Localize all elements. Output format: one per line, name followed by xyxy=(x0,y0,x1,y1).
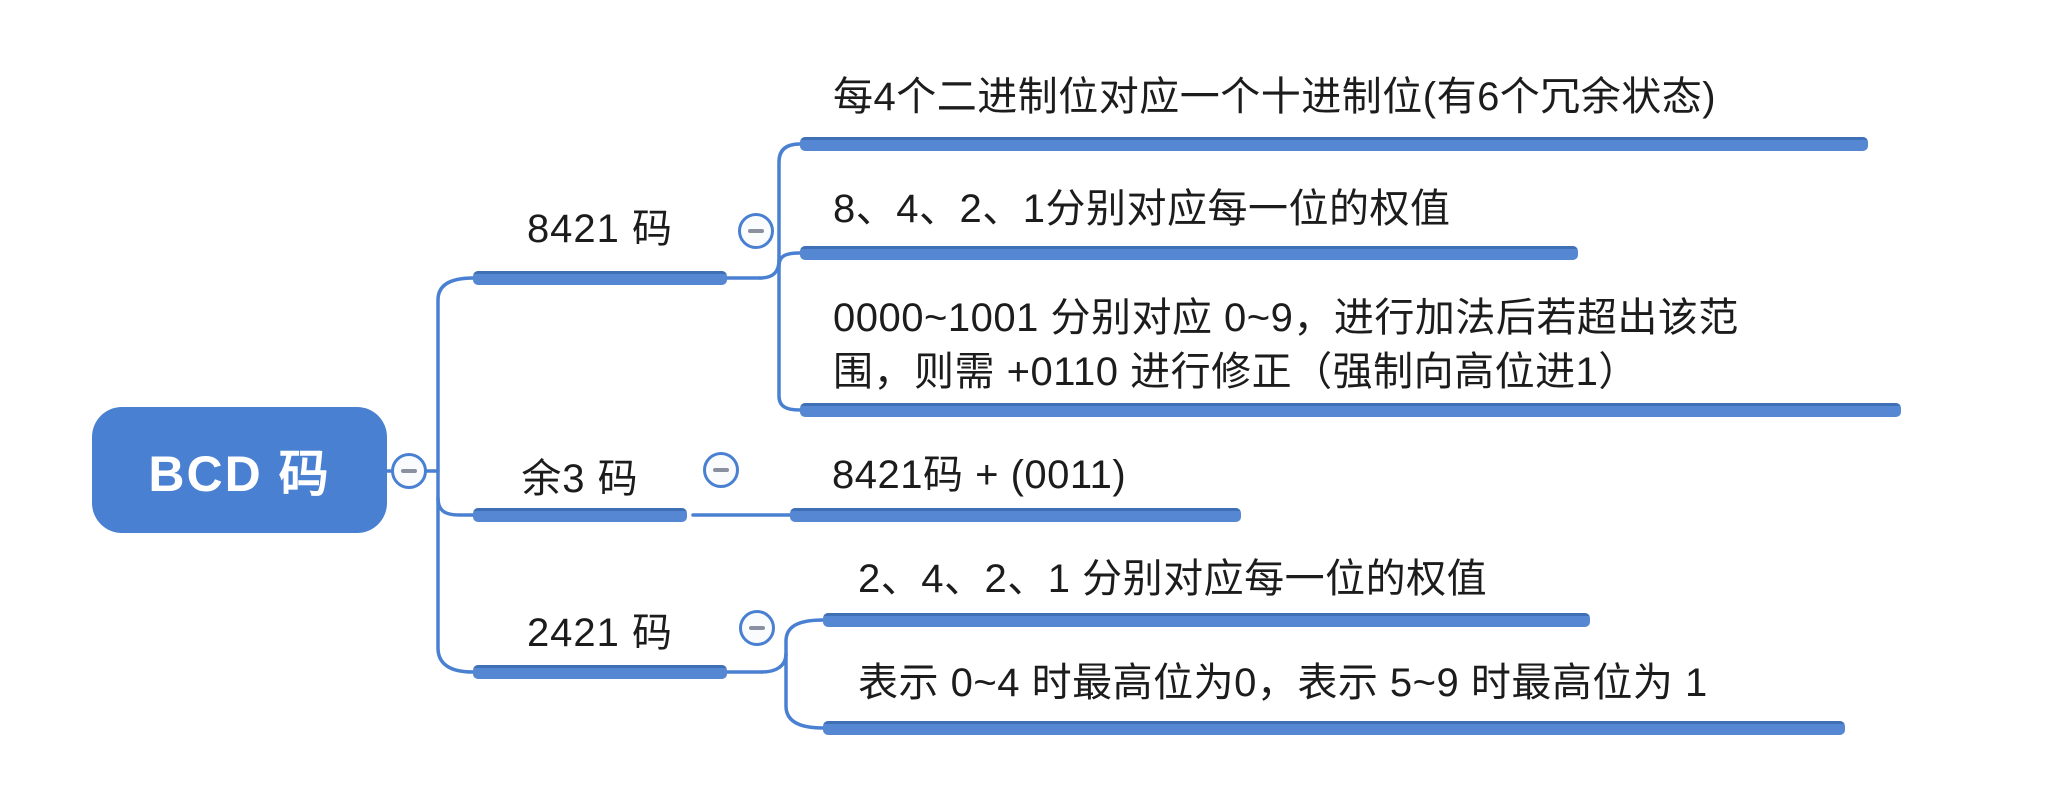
child-node-yu3-1[interactable]: 8421码 + (0011) xyxy=(832,453,1127,497)
edge-8421-child2 xyxy=(777,251,802,268)
branch-underline-8421 xyxy=(473,271,727,285)
branch-node-2421[interactable]: 2421 码 xyxy=(526,611,674,655)
child-underline-8421-3 xyxy=(800,403,1901,417)
root-node[interactable]: BCD 码 xyxy=(92,407,387,533)
root-node-label: BCD 码 xyxy=(148,446,331,502)
edge-8421-spine xyxy=(777,142,802,412)
branch-underline-2421 xyxy=(473,665,727,679)
minus-icon xyxy=(748,229,764,233)
branch-underline-yu3 xyxy=(473,508,687,522)
child-underline-2421-1 xyxy=(823,613,1590,627)
branch-node-yu3[interactable]: 余3 码 xyxy=(521,457,639,501)
minus-icon xyxy=(401,469,417,473)
minus-icon xyxy=(749,626,765,630)
collapse-button-2421[interactable] xyxy=(739,610,775,646)
minus-icon xyxy=(713,468,729,472)
collapse-button-root[interactable] xyxy=(391,453,427,489)
child-underline-8421-1 xyxy=(800,137,1868,151)
child-node-8421-1[interactable]: 每4个二进制位对应一个十进制位(有6个冗余状态) xyxy=(833,75,1717,119)
child-node-2421-1[interactable]: 2、4、2、1 分别对应每一位的权值 xyxy=(858,557,1488,601)
child-underline-yu3-1 xyxy=(790,508,1241,522)
child-node-8421-3[interactable]: 0000~1001 分别对应 0~9，进行加法后若超出该范 围，则需 +0110… xyxy=(833,296,1739,394)
collapse-button-8421[interactable] xyxy=(738,213,774,249)
child-underline-8421-2 xyxy=(800,246,1578,260)
edge-8421-junction xyxy=(758,258,781,280)
child-underline-2421-2 xyxy=(823,721,1845,735)
collapse-button-yu3[interactable] xyxy=(703,452,739,488)
edge-2421-spine xyxy=(784,618,825,730)
branch-node-8421[interactable]: 8421 码 xyxy=(526,207,674,251)
edge-trunk-to-yu3 xyxy=(436,496,475,517)
edge-trunk xyxy=(436,276,475,674)
edge-2421-junction xyxy=(760,652,788,674)
child-node-2421-2[interactable]: 表示 0~4 时最高位为0，表示 5~9 时最高位为 1 xyxy=(858,661,1708,705)
child-node-8421-2[interactable]: 8、4、2、1分别对应每一位的权值 xyxy=(833,187,1451,231)
